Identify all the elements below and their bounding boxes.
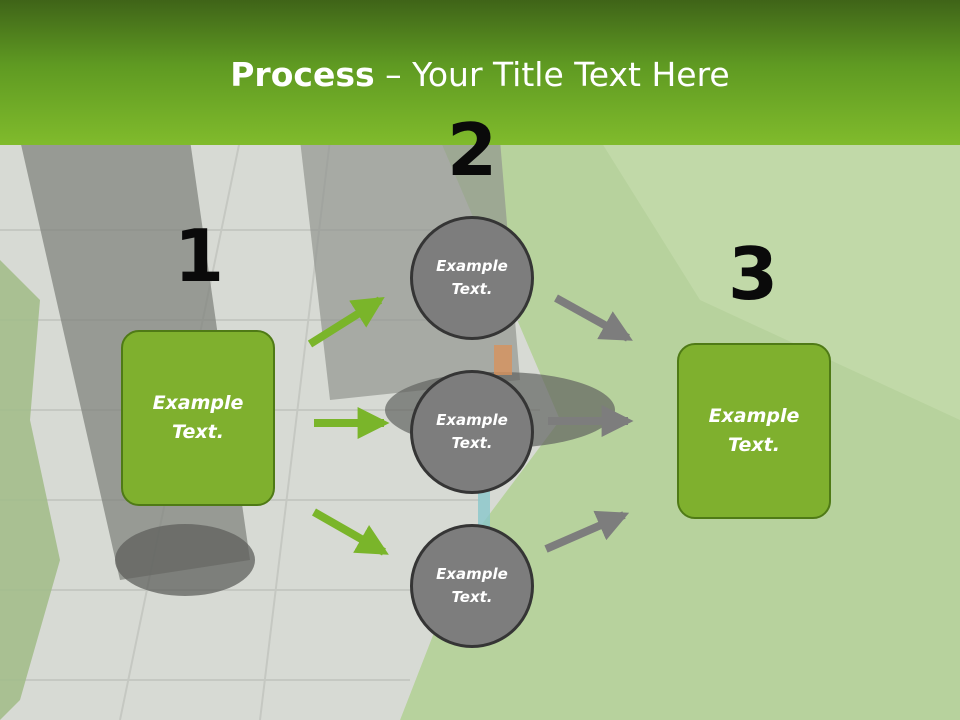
process-circle-bottom-text: Example Text. [436, 565, 508, 606]
right-step-box: Example Text. [677, 343, 831, 519]
lawn-shade [600, 140, 960, 420]
process-circle-bottom: Example Text. [410, 524, 534, 648]
arrow-1-to-2c [312, 508, 389, 556]
step-number-3: 3 [727, 232, 779, 316]
right-step-box-text: Example Text. [708, 405, 800, 456]
step-number-1: 1 [173, 214, 225, 298]
process-circle-top-text: Example Text. [436, 257, 508, 298]
process-circle-middle: Example Text. [410, 370, 534, 494]
slide-title: Process – Your Title Text Here [0, 52, 960, 98]
title-strong: Process [230, 55, 375, 94]
step-number-2: 2 [446, 108, 498, 192]
left-step-box-text: Example Text. [152, 392, 244, 443]
process-circle-middle-text: Example Text. [436, 411, 508, 452]
left-foliage [0, 260, 60, 720]
arrow-1-to-2a [307, 296, 385, 348]
trimmer-handle [494, 345, 512, 375]
title-rest: – Your Title Text Here [374, 55, 730, 94]
process-circle-top: Example Text. [410, 216, 534, 340]
left-step-box: Example Text. [121, 330, 275, 506]
left-shoe [115, 524, 255, 596]
header-bar: Process – Your Title Text Here [0, 0, 960, 145]
arrow-2c-to-3 [544, 510, 630, 553]
arrow-2a-to-3 [554, 294, 633, 342]
